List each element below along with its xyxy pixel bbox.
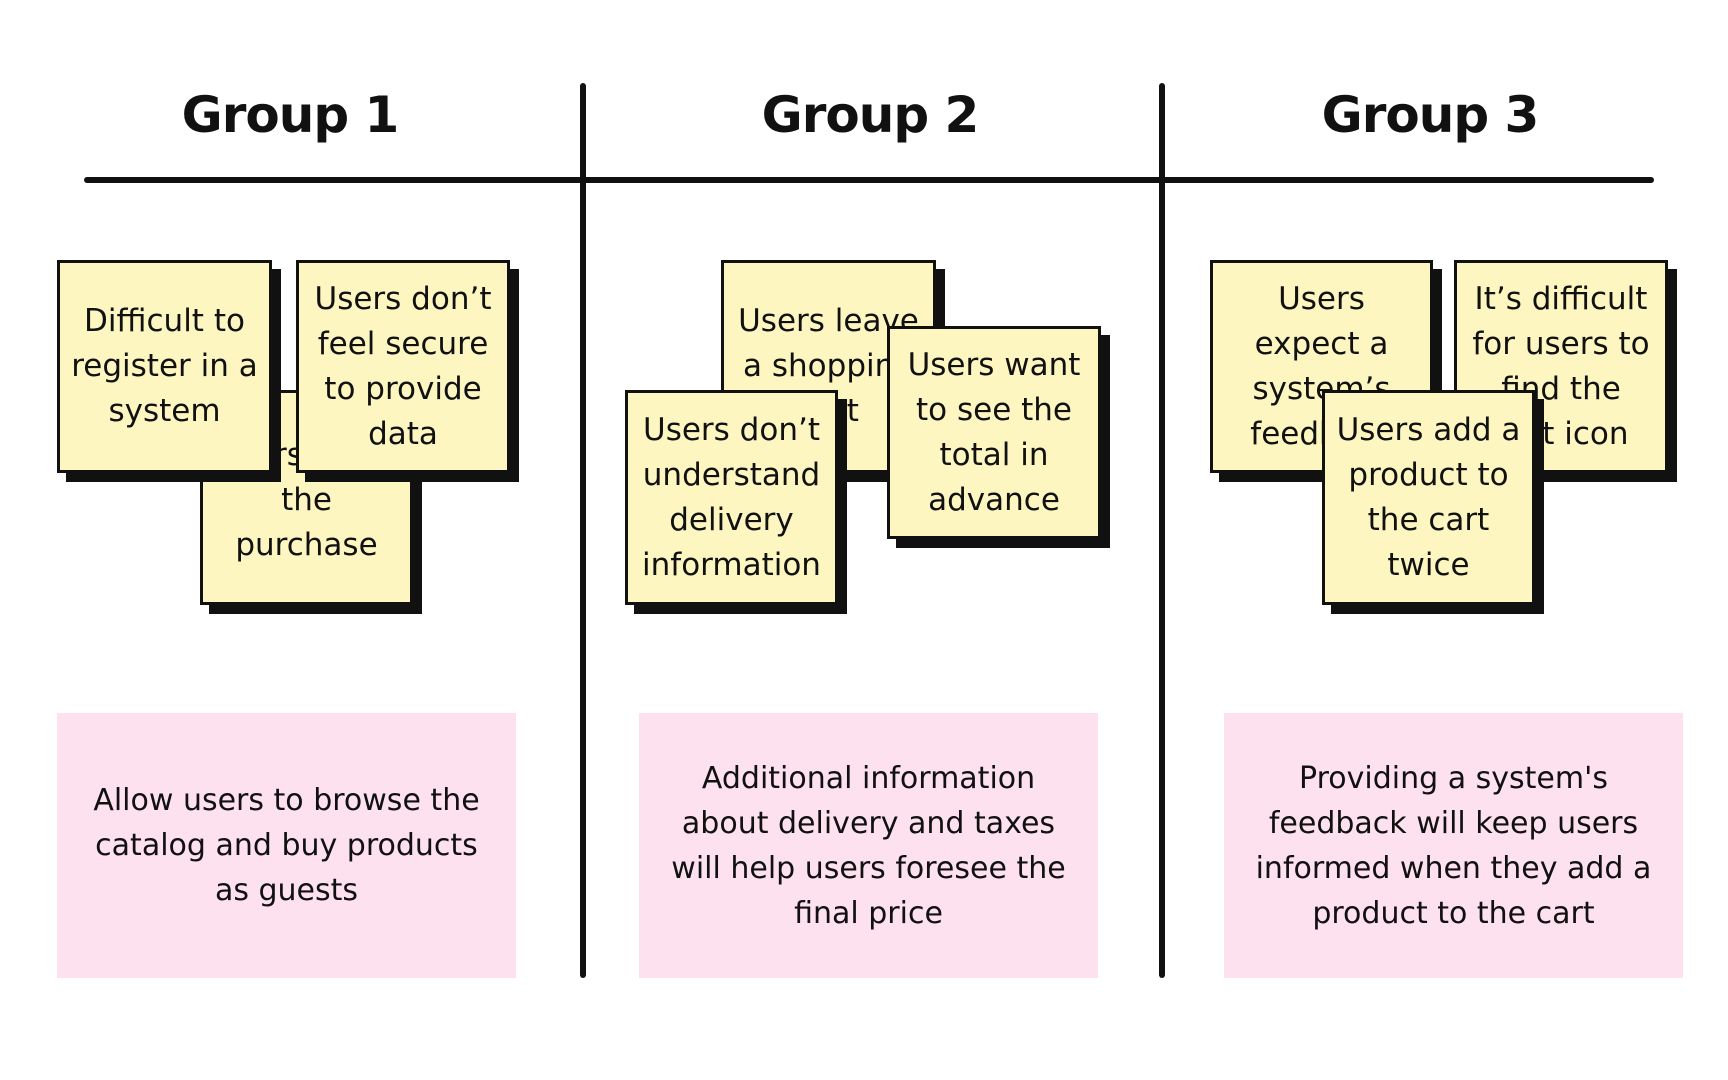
- insight-text: Additional information about delivery an…: [671, 760, 1066, 931]
- header-divider: [84, 177, 1654, 183]
- insight-text: Providing a system's feedback will keep …: [1255, 760, 1652, 931]
- column-divider-2: [1159, 83, 1165, 978]
- sticky-note-text: Users don’t understand delivery informat…: [642, 411, 821, 583]
- sticky-note[interactable]: Users add a product to the cart twice: [1322, 390, 1535, 605]
- sticky-note-text: Users don’t feel secure to provide data: [314, 280, 492, 452]
- sticky-note-text: It’s difficult for users to find the car…: [1472, 280, 1650, 452]
- sticky-note-text: Users add a product to the cart twice: [1336, 411, 1521, 583]
- group-3-title: Group 3: [1321, 86, 1540, 144]
- column-divider-1: [580, 83, 586, 978]
- sticky-note[interactable]: Users don’t feel secure to provide data: [296, 260, 510, 473]
- sticky-note[interactable]: Users want to see the total in advance: [887, 326, 1101, 539]
- insight-text: Allow users to browse the catalog and bu…: [93, 783, 480, 908]
- sticky-note-text: Difficult to register in a system: [71, 303, 258, 429]
- group-1-title: Group 1: [181, 86, 400, 144]
- insight-card-group-2[interactable]: Additional information about delivery an…: [639, 713, 1098, 978]
- group-2-title: Group 2: [761, 86, 980, 144]
- sticky-note[interactable]: Users don’t understand delivery informat…: [625, 390, 838, 605]
- sticky-note-text: Users want to see the total in advance: [907, 346, 1081, 518]
- sticky-note[interactable]: It’s difficult for users to find the car…: [1454, 260, 1668, 473]
- insight-card-group-3[interactable]: Providing a system's feedback will keep …: [1224, 713, 1683, 978]
- sticky-note-text: Users expect a system’s feedback: [1250, 280, 1392, 452]
- sticky-note[interactable]: Difficult to register in a system: [57, 260, 272, 473]
- insight-card-group-1[interactable]: Allow users to browse the catalog and bu…: [57, 713, 516, 978]
